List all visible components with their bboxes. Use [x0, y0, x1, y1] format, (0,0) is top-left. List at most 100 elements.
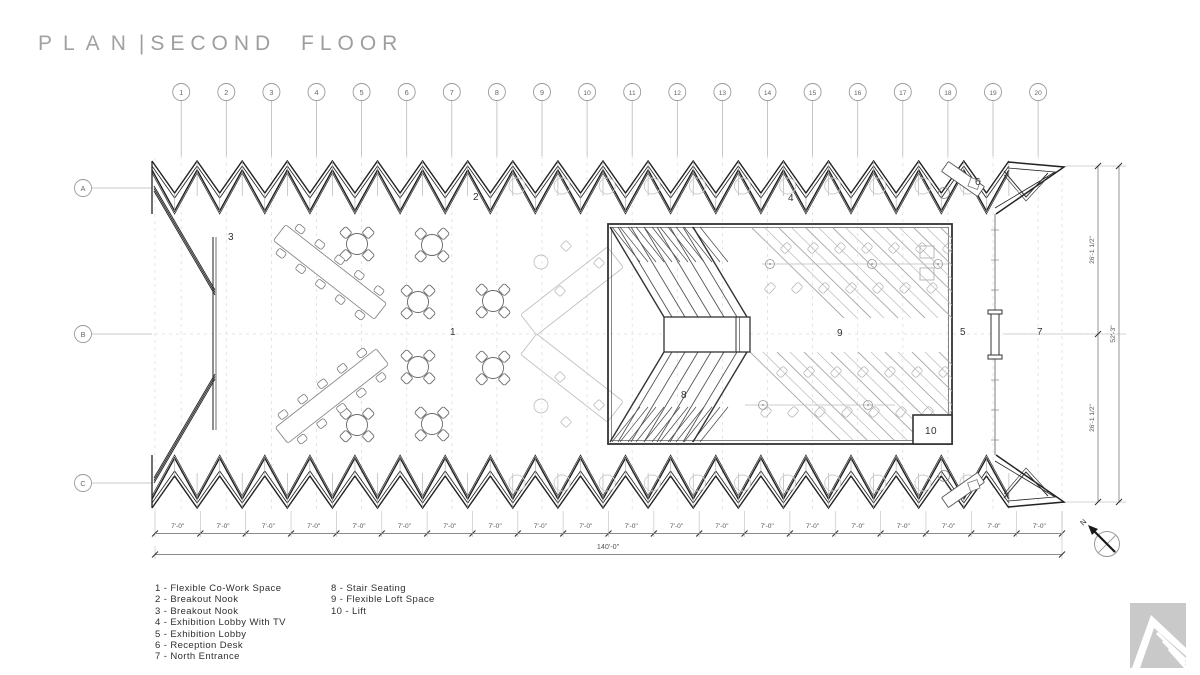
- grid-row-bubble: A: [74, 179, 92, 197]
- room-number-label: 2: [473, 192, 479, 203]
- legend-item: 9 - Flexible Loft Space: [331, 594, 435, 606]
- room-number-label: 1: [450, 327, 456, 338]
- round-table: [414, 227, 450, 263]
- title-floor: SECOND FLOOR: [150, 32, 404, 55]
- dimension-strings: 7'-0" 7'-0" 7'-0" 7'-0" 7'-0" 7'-0" 7'-0" 7'-0"…: [151, 162, 1126, 559]
- grid-column-bubble: 12: [668, 83, 687, 101]
- legend-item: 8 - Stair Seating: [331, 583, 406, 594]
- grid-column-bubble: 9: [533, 83, 551, 101]
- room-number-label: 3: [228, 232, 234, 243]
- grid-column-bubble: 16: [848, 83, 867, 101]
- legend-item: 6 - Reception Desk: [155, 640, 243, 652]
- title-separator: |: [138, 32, 145, 55]
- long-table: [273, 223, 387, 321]
- grid-column-bubble: 13: [713, 83, 732, 101]
- svg-text:7'-0": 7'-0": [171, 523, 185, 530]
- stair-seating: [609, 226, 751, 443]
- svg-text:7'-0": 7'-0": [942, 523, 956, 530]
- north-arrow: N: [1078, 517, 1120, 557]
- svg-text:26'-1 1/2": 26'-1 1/2": [1089, 235, 1096, 263]
- round-table: [400, 349, 436, 385]
- svg-text:C: C: [80, 479, 85, 488]
- lift-shaft: [912, 414, 953, 445]
- grid-column-bubble: 19: [984, 83, 1002, 101]
- grid-column-bubble: 11: [623, 83, 642, 101]
- drawing-title: PLAN|SECOND FLOOR: [38, 32, 403, 56]
- svg-text:4: 4: [315, 88, 319, 97]
- svg-text:19: 19: [989, 90, 997, 97]
- svg-text:7'-0": 7'-0": [625, 523, 639, 530]
- folded-plate-walls: [151, 159, 1067, 510]
- round-table: [414, 406, 450, 442]
- loft-desks: [745, 227, 952, 441]
- room-number-label: 7: [1037, 327, 1043, 338]
- legend-item: 1 - Flexible Co-Work Space: [155, 583, 282, 594]
- svg-text:7'-0": 7'-0": [987, 523, 1001, 530]
- room-number-label: 5: [960, 327, 966, 338]
- room-number-label: 10: [925, 426, 937, 437]
- svg-text:7'-0": 7'-0": [715, 523, 729, 530]
- svg-text:5: 5: [360, 88, 364, 97]
- svg-text:52'-3": 52'-3": [1110, 325, 1117, 343]
- legend-item: 2 - Breakout Nook: [155, 594, 239, 606]
- svg-text:13: 13: [719, 90, 727, 97]
- grid-column-bubble: 20: [1029, 83, 1048, 101]
- svg-text:7'-0": 7'-0": [443, 523, 457, 530]
- reception-desk: [938, 161, 985, 508]
- svg-text:26'-1 1/2": 26'-1 1/2": [1089, 403, 1096, 431]
- svg-text:7'-0": 7'-0": [216, 523, 230, 530]
- svg-text:6: 6: [405, 88, 409, 97]
- grid-column-bubble: 8: [487, 83, 506, 101]
- svg-text:7'-0": 7'-0": [353, 523, 367, 530]
- grid-row-bubble: C: [74, 474, 92, 492]
- svg-text:11: 11: [629, 90, 636, 97]
- svg-text:12: 12: [674, 90, 682, 97]
- svg-text:7'-0": 7'-0": [806, 523, 820, 530]
- logo-mountain: [1132, 615, 1186, 668]
- svg-text:B: B: [81, 330, 86, 339]
- svg-text:18: 18: [944, 90, 952, 97]
- grid-column-bubble: 14: [758, 83, 777, 101]
- grid-column-bubble: 17: [893, 83, 912, 101]
- svg-text:3: 3: [269, 88, 273, 97]
- svg-text:7'-0": 7'-0": [579, 523, 593, 530]
- room-number-label: 8: [681, 390, 687, 401]
- svg-text:17: 17: [899, 90, 907, 97]
- legend-item: 10 - Lift: [331, 605, 367, 617]
- svg-text:140'-0": 140'-0": [597, 542, 620, 551]
- svg-text:7'-0": 7'-0": [761, 523, 775, 530]
- grid-column-bubble: 18: [938, 83, 957, 101]
- svg-text:7'-0": 7'-0": [851, 523, 865, 530]
- svg-text:7'-0": 7'-0": [398, 523, 412, 530]
- svg-text:N: N: [1078, 517, 1088, 527]
- round-table: [400, 284, 436, 320]
- round-table: [339, 407, 375, 443]
- svg-text:1: 1: [179, 88, 183, 97]
- grid-row-bubble: B: [74, 325, 92, 343]
- svg-text:10: 10: [583, 90, 591, 97]
- legend-item: 5 - Exhibition Lobby: [155, 628, 247, 640]
- flex-desks: [521, 240, 623, 428]
- svg-text:7'-0": 7'-0": [262, 523, 276, 530]
- svg-text:14: 14: [764, 90, 772, 97]
- long-table: [275, 347, 389, 445]
- svg-text:7'-0": 7'-0": [897, 523, 911, 530]
- entrance-door: [987, 309, 1003, 360]
- legend-item: 7 - North Entrance: [155, 651, 240, 663]
- grid-column-bubble: 6: [397, 83, 416, 101]
- room-number-label: 9: [837, 328, 843, 339]
- grid-column-bubble: 2: [217, 83, 236, 101]
- svg-text:7'-0": 7'-0": [534, 523, 548, 530]
- round-table: [475, 350, 511, 386]
- round-tables: [273, 223, 511, 445]
- legend-item: 3 - Breakout Nook: [155, 605, 239, 617]
- grid-column-bubble: 5: [352, 83, 371, 101]
- svg-text:9: 9: [540, 88, 544, 97]
- grid-column-bubble: 4: [307, 83, 326, 101]
- room-number-label: 4: [788, 193, 794, 204]
- firm-logo: [1130, 603, 1186, 668]
- svg-text:16: 16: [854, 90, 862, 97]
